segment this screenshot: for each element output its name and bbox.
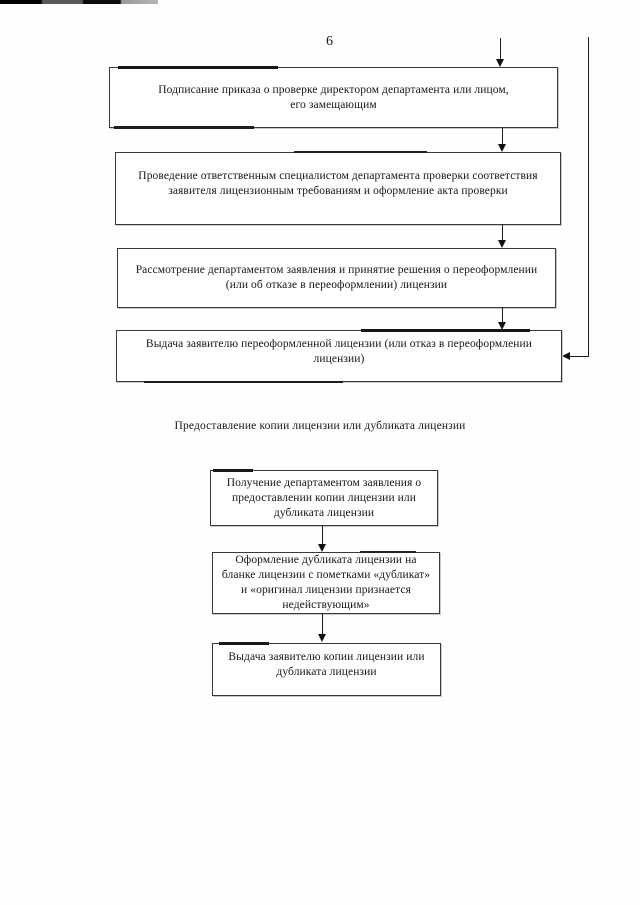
flow-step-application-review-label: Рассмотрение департаментом заявления и п…	[135, 264, 538, 291]
arrow-down-icon	[498, 144, 506, 152]
flow-step-copy-delivery-label: Выдача заявителю копии лицензии или дубл…	[228, 651, 425, 678]
flow-step-application-review: Рассмотрение департаментом заявления и п…	[117, 248, 556, 308]
flow-step-compliance-check: Проведение ответственным специалистом де…	[115, 151, 561, 225]
flow-step-reissued-license-delivery: Выдача заявителю переоформленной лицензи…	[116, 329, 562, 383]
flow-step-reissued-license-delivery-label: Выдача заявителю переоформленной лицензи…	[145, 338, 533, 365]
connector-bypass-horizontal-line	[570, 356, 589, 357]
flow-step-application-receipt: Получение департаментом заявления о пред…	[210, 469, 438, 526]
connector-step2-step3-line	[502, 224, 503, 240]
connector-step3-step4-line	[502, 307, 503, 322]
flow-step-order-signing: Подписание приказа о проверке директором…	[109, 66, 558, 129]
flow-step-duplicate-preparation-label: Оформление дубликата лицензии на бланке …	[221, 554, 431, 611]
flow-step-application-receipt-label: Получение департаментом заявления о пред…	[226, 476, 422, 519]
connector-step6-step7-line	[322, 613, 323, 634]
page-number: 6	[326, 34, 333, 49]
arrow-left-icon	[562, 352, 570, 360]
flow-step-compliance-check-label: Проведение ответственным специалистом де…	[138, 170, 538, 197]
connector-bypass-vertical-line	[588, 37, 589, 357]
connector-step1-step2-line	[502, 127, 503, 144]
arrow-down-icon	[496, 59, 504, 67]
arrow-down-icon	[318, 544, 326, 552]
section-title: Предоставление копии лицензии или дублик…	[174, 420, 466, 432]
scan-artifact-bar	[0, 0, 158, 4]
connector-step5-step6-line	[322, 525, 323, 544]
flow-step-copy-delivery: Выдача заявителю копии лицензии или дубл…	[212, 642, 441, 696]
arrow-down-icon	[318, 634, 326, 642]
connector-incoming-line	[500, 38, 501, 60]
arrow-down-icon	[498, 240, 506, 248]
arrow-down-icon	[498, 322, 506, 330]
flow-step-order-signing-label: Подписание приказа о проверке директором…	[158, 83, 509, 111]
flow-step-duplicate-preparation: Оформление дубликата лицензии на бланке …	[212, 551, 440, 614]
